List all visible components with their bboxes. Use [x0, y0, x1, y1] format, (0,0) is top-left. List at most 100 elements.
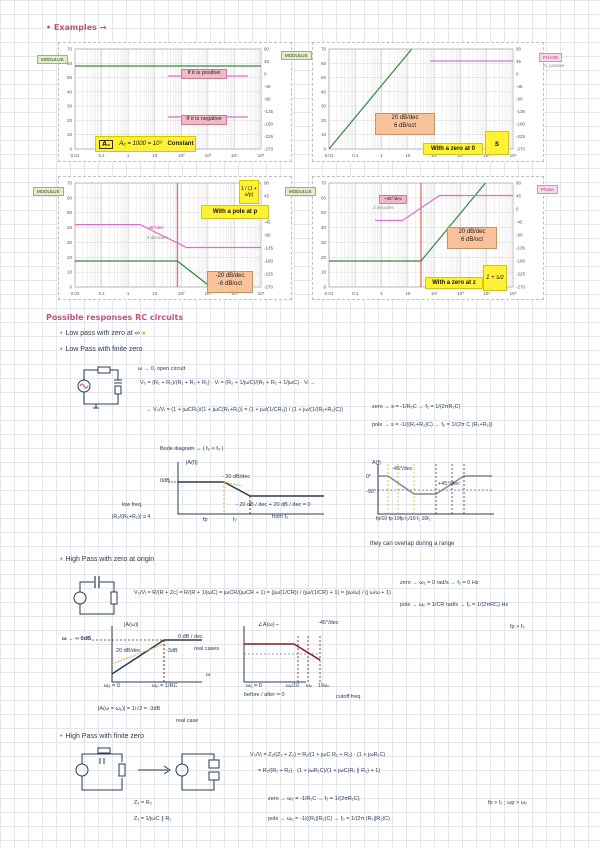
phase-sketch-lowpass [377, 464, 494, 515]
pole-label: With a pole at p [201, 205, 269, 219]
m45: -45°/dec [392, 466, 413, 472]
y-tick-label: 10 [321, 132, 327, 137]
hp-wp-phase: ωₚ [306, 683, 313, 689]
hp-winf: ω → ∞ 0dB [62, 636, 92, 642]
ratio-note: |R₂/(R₁+R₂)| ≤ 4 [112, 514, 151, 520]
bode-label: Bode diagram → ( fₚ < f₂ ) [160, 446, 224, 452]
hp-cutoff: cutoff freq. [336, 694, 362, 700]
hp-w0: ω₂ = 0 [104, 683, 120, 689]
zero-origin-label: With a zero at 0 [423, 143, 483, 155]
bode-sketch-highpass [92, 626, 321, 683]
hp-10wp: 10ωₚ [318, 683, 330, 689]
y-tick-label: 40 [67, 225, 73, 230]
y-tick-label: 30 [67, 240, 73, 245]
x-tick-label: 10⁴ [231, 153, 238, 158]
y2-tick-label: -180 [264, 122, 274, 127]
phase-label: A(f) [372, 460, 381, 466]
y2-tick-label: -90 [516, 233, 523, 238]
constant-box: A₀ A₀ = 1000 = 10³ Constant [95, 136, 196, 152]
x-tick-label: 10² [431, 291, 438, 296]
y2-tick-label: 45 [264, 59, 270, 64]
page-title: • Examples → [46, 23, 107, 32]
z2-note: Z₁ = 1/jωC ∥ R₁ [134, 816, 172, 822]
hpf-eq: V₀/Vᵢ = Z₂/(Z₁ + Z₂) = R₂/(1 + jωC R₁ + … [250, 752, 386, 758]
y-tick-label: 20 [67, 118, 73, 123]
y2-tick-label: -225 [264, 272, 274, 277]
hp-m45: -45°/dec [318, 620, 339, 626]
s-formula: s [485, 131, 509, 155]
y-tick-label: 50 [67, 75, 73, 80]
y2-tick-label: 45 [516, 59, 522, 64]
x-tick-label: 10 [152, 291, 158, 296]
circuit-highpass-finite [75, 747, 220, 791]
x-tick-label: 10² [431, 153, 438, 158]
hp-real: real cases [194, 646, 220, 652]
curve [375, 194, 513, 222]
slope-box: 20 dB/dec 6 dB/oct [447, 227, 497, 249]
p45: +45°/dec [438, 481, 460, 487]
decades-note: 2 decades [147, 235, 168, 240]
x-tick-label: 1 [380, 291, 383, 296]
y-tick-label: 50 [321, 210, 327, 215]
decades-note: 2 decades [373, 205, 394, 210]
circuit-lowpass-finite [77, 366, 122, 409]
z1-note: Z₂ = R₂ [134, 800, 152, 806]
minus20: - 20 dB/dec [222, 474, 251, 480]
hpf-pole: pole → ωₚ = -1/((R₁∥R₂)C) → fₚ = 1/(2π (… [268, 816, 390, 822]
hp-wp: ωₚ = 1/RC [152, 683, 178, 689]
hp-mag-label: |A(ω)| [124, 622, 139, 628]
x-tick-label: 10⁵ [510, 153, 517, 158]
y-tick-label: 30 [67, 104, 73, 109]
x-tick-label: 10³ [205, 153, 212, 158]
y-tick-label: 60 [67, 195, 73, 200]
x-tick-label: 10² [178, 153, 185, 158]
zero-deg: 0° [366, 474, 372, 480]
x-tick-label: 10⁴ [231, 291, 238, 296]
y2-tick-label: -90 [264, 233, 271, 238]
curve [75, 224, 261, 249]
y2-tick-label: -45 [264, 220, 271, 225]
minus90: -90° [366, 489, 377, 495]
y2-tick-label: -270 [516, 147, 526, 152]
y2-tick-label: 90 [264, 47, 270, 52]
x-tick-label: 0.1 [352, 153, 359, 158]
slope-box: 20 dB/dec 6 dB/oct [375, 113, 435, 135]
y-tick-label: 0 [323, 147, 326, 152]
hp-20db: 20 dB/dec [116, 648, 141, 654]
a0-formula: A₀ = 1000 = 10³ [119, 141, 162, 147]
y-tick-label: 0 [323, 285, 326, 290]
x-tick-label: 10² [178, 291, 185, 296]
from-f2: from f₂ [272, 514, 289, 520]
mag-label: |A(f)| [186, 460, 198, 466]
y2-tick-label: 0 [516, 72, 519, 77]
x-tick-label: 10³ [205, 291, 212, 296]
y2-tick-label: -135 [516, 109, 526, 114]
zero-db: 0dB [160, 478, 170, 484]
y2-tick-label: -135 [264, 109, 274, 114]
x-tick-label: 10³ [457, 291, 464, 296]
y2-tick-label: -135 [264, 246, 274, 251]
y2-tick-label: -135 [516, 246, 526, 251]
phase-ticks: fp/10 fp 10fp f₂/10 f₂ 10f₂ [376, 516, 431, 522]
bode-sketch-lowpass [168, 462, 324, 515]
y2-tick-label: 45 [516, 194, 522, 199]
x-tick-label: 0.01 [71, 291, 80, 296]
curve [329, 182, 486, 262]
y-tick-label: 20 [321, 255, 327, 260]
y2-tick-label: -45 [264, 84, 271, 89]
x-tick-label: 10 [405, 291, 411, 296]
y-tick-label: 20 [67, 255, 73, 260]
hp-zero: zero → ω₂ = 0 rad/s → f₂ = 0 Hz [400, 580, 479, 586]
low-freq: low freq. [122, 502, 143, 508]
omega-open: ω → 0, open circuit [138, 366, 186, 372]
x-tick-label: 10⁴ [483, 153, 490, 158]
y2-tick-label: -180 [516, 122, 526, 127]
rc-responses-heading: Possible responses RC circuits [46, 313, 184, 322]
modulus-tag: MODULUS [281, 51, 312, 60]
overlap-note: they can overlap during a range [370, 541, 455, 547]
y-tick-label: 70 [67, 47, 73, 52]
y-tick-label: 60 [321, 61, 327, 66]
y-tick-label: 30 [321, 104, 327, 109]
x-tick-label: 0.01 [325, 153, 334, 158]
